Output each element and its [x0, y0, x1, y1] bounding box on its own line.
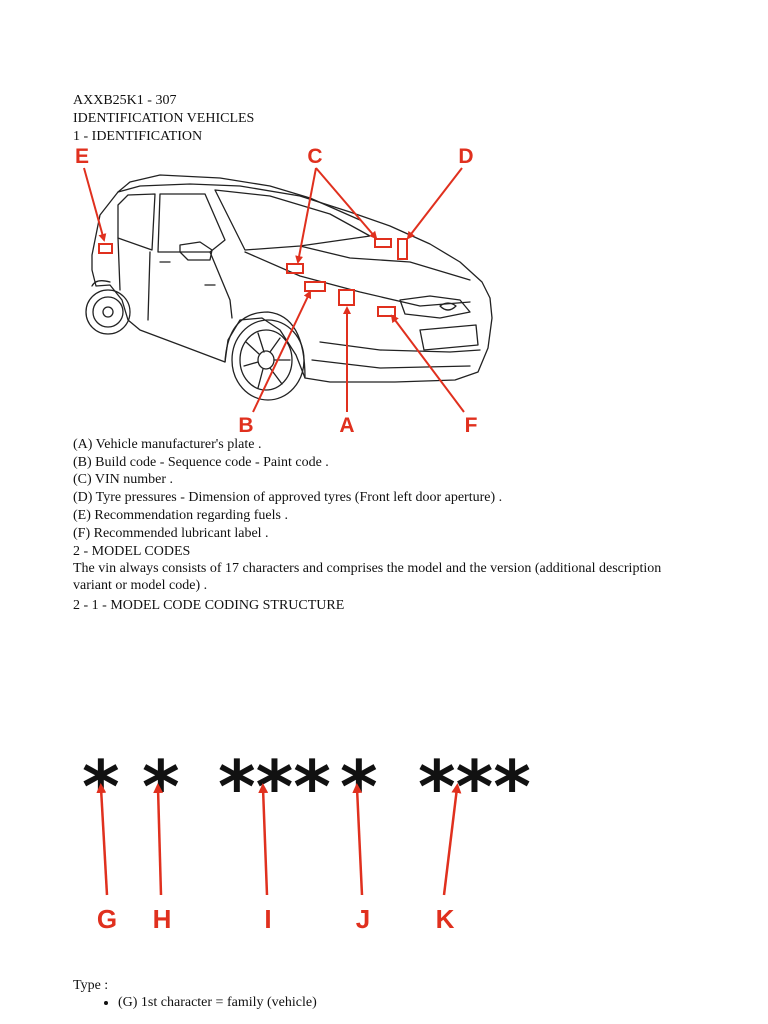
- marker-c-lower: [286, 263, 304, 274]
- list-item: (G) 1st character = family (vehicle): [118, 994, 317, 1011]
- coding-structure-figure: * * *** * *** G H I J K: [82, 745, 531, 934]
- subsection-heading-coding-structure: 2 - 1 - MODEL CODE CODING STRUCTURE: [73, 598, 345, 613]
- document-title: IDENTIFICATION VEHICLES: [73, 111, 255, 126]
- callout-e: E: [75, 145, 89, 168]
- marker-f: [377, 306, 396, 317]
- callout-arrows: [83, 167, 465, 413]
- section-heading-identification: 1 - IDENTIFICATION: [73, 129, 203, 144]
- asterisk-group-k: ***: [418, 745, 531, 829]
- marker-c-upper: [374, 238, 392, 248]
- code-label-k: K: [436, 904, 455, 934]
- callout-f: F: [465, 414, 478, 437]
- car-identification-figure: E C D B A F: [75, 145, 493, 437]
- legend-item-e: (E) Recommendation regarding fuels .: [73, 508, 288, 523]
- marker-e: [98, 243, 113, 254]
- code-label-g: G: [97, 904, 117, 934]
- callout-a: A: [339, 414, 354, 437]
- code-label-h: H: [153, 904, 172, 934]
- callout-c: C: [307, 145, 322, 168]
- legend-item-a: (A) Vehicle manufacturer's plate .: [73, 437, 262, 452]
- asterisk-group-h: *: [142, 745, 180, 829]
- asterisk-group-g: *: [82, 745, 120, 829]
- legend-item-d: (D) Tyre pressures - Dimension of approv…: [73, 490, 503, 505]
- callout-d: D: [458, 145, 473, 168]
- legend-item-c: (C) VIN number .: [73, 472, 174, 487]
- code-label-j: J: [356, 904, 370, 934]
- code-label-i: I: [264, 904, 271, 934]
- section-heading-model-codes: 2 - MODEL CODES: [73, 544, 191, 559]
- car-drawing: [85, 174, 493, 401]
- location-markers: [98, 238, 408, 317]
- document-code: AXXB25K1 - 307: [73, 93, 177, 108]
- type-list: (G) 1st character = family (vehicle): [73, 994, 317, 1011]
- asterisk-group-i: ***: [218, 745, 331, 829]
- type-label: Type :: [73, 978, 109, 993]
- marker-d: [397, 238, 408, 260]
- marker-b: [304, 281, 326, 292]
- legend-item-b: (B) Build code - Sequence code - Paint c…: [73, 455, 329, 470]
- legend-item-f: (F) Recommended lubricant label .: [73, 526, 269, 541]
- callout-b: B: [238, 414, 253, 437]
- model-codes-paragraph: The vin always consists of 17 characters…: [73, 561, 662, 593]
- coding-arrows: [96, 783, 462, 896]
- marker-a: [338, 289, 355, 306]
